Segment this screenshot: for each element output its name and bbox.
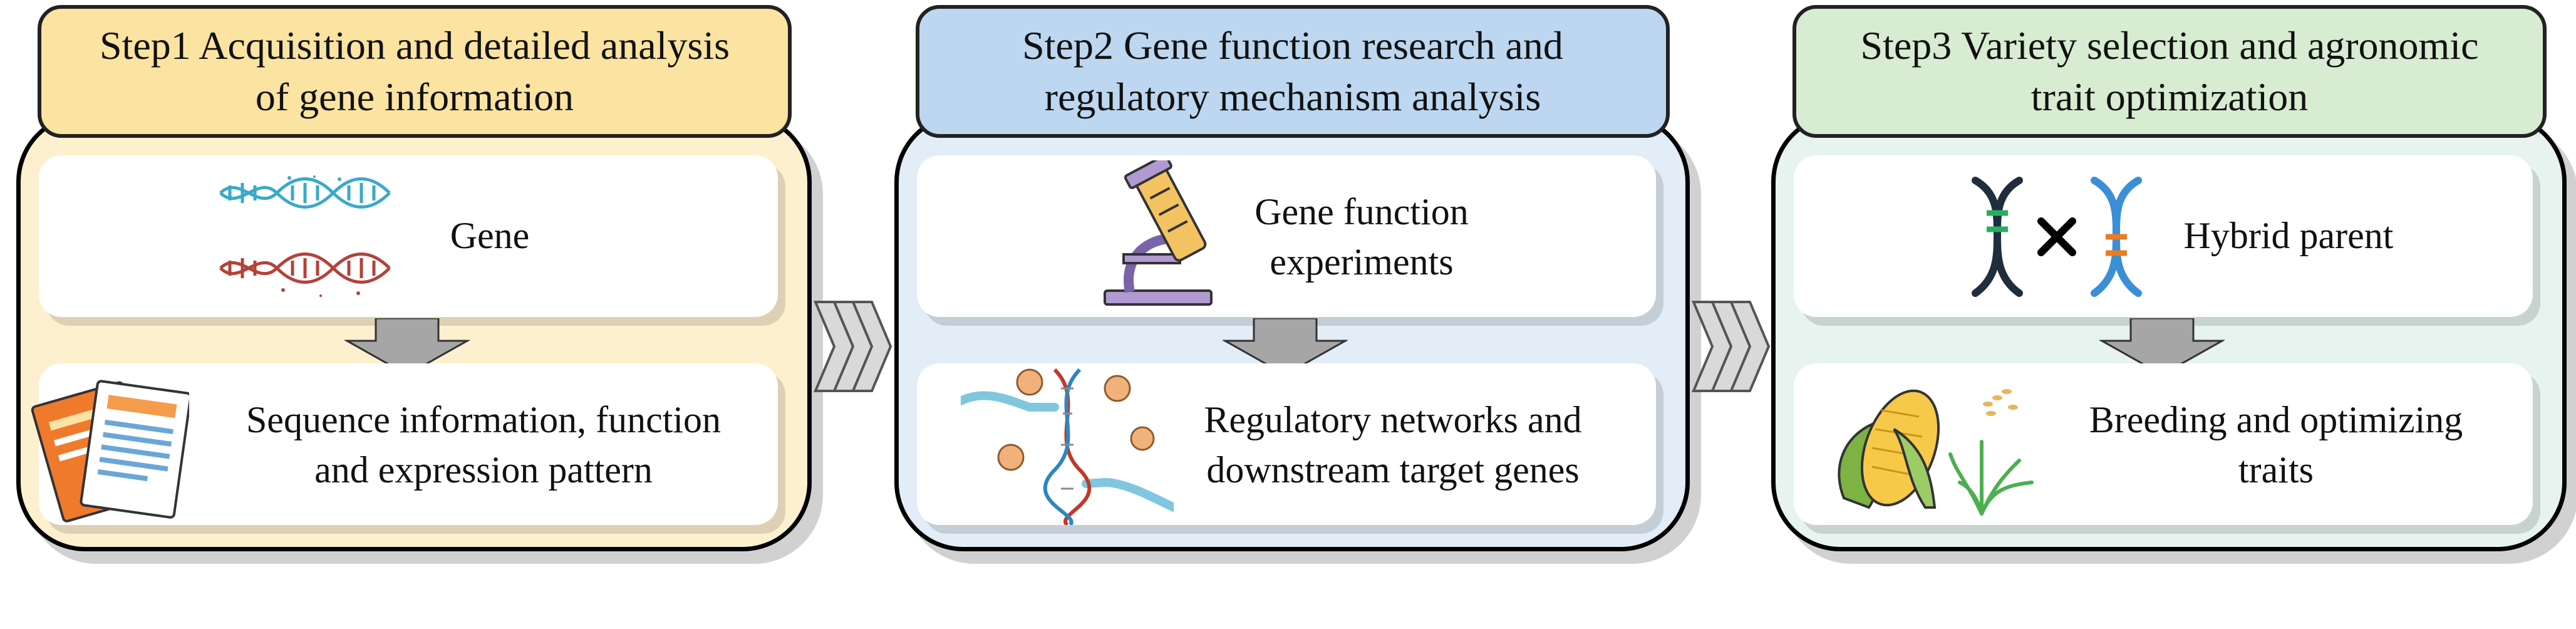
chevron-right-icon [1691, 301, 1771, 392]
regulatory-networks-card: Regulatory networks and downstream targe… [917, 363, 1656, 525]
hybrid-parent-card: Hybrid parent [1794, 155, 2533, 317]
gene-function-card: Gene function experiments [917, 155, 1656, 317]
documents-icon [31, 380, 189, 522]
step-2-title: Step2 Gene function research and regulat… [916, 5, 1670, 138]
down-arrow-icon [344, 318, 470, 376]
step-1-title: Step1 Acquisition and detailed analysis … [38, 5, 792, 138]
gene-function-label: Gene function experiments [1254, 191, 1469, 283]
sequence-info-card: Sequence information, function and expre… [31, 363, 778, 525]
regulatory-networks-label: Regulatory networks and downstream targe… [1204, 399, 1582, 491]
down-arrow-icon [1223, 318, 1348, 376]
regulatory-network-icon [961, 368, 1174, 525]
sequence-info-label: Sequence information, function and expre… [246, 399, 722, 491]
microscope-icon [1104, 160, 1213, 306]
breeding-card: Breeding and optimizing traits [1794, 363, 2533, 525]
chevron-right-icon [813, 301, 892, 392]
down-arrow-icon [2099, 318, 2225, 376]
corn-rice-icon [1838, 389, 2034, 516]
step-3-title: Step3 Variety selection and agronomic tr… [1792, 5, 2547, 138]
step-1-panel: Step1 Acquisition and detailed analysis … [6, 0, 827, 629]
gene-label: Gene [450, 215, 530, 256]
dna-cross-icon [1972, 177, 2142, 297]
step-3-panel: Step3 Variety selection and agronomic tr… [1761, 0, 2576, 629]
breeding-label: Breeding and optimizing traits [2089, 399, 2463, 491]
dna-strands-icon [219, 175, 391, 297]
gene-card: Gene [39, 155, 778, 317]
hybrid-parent-label: Hybrid parent [2183, 215, 2394, 256]
step-2-panel: Step2 Gene function research and regulat… [884, 0, 1705, 629]
